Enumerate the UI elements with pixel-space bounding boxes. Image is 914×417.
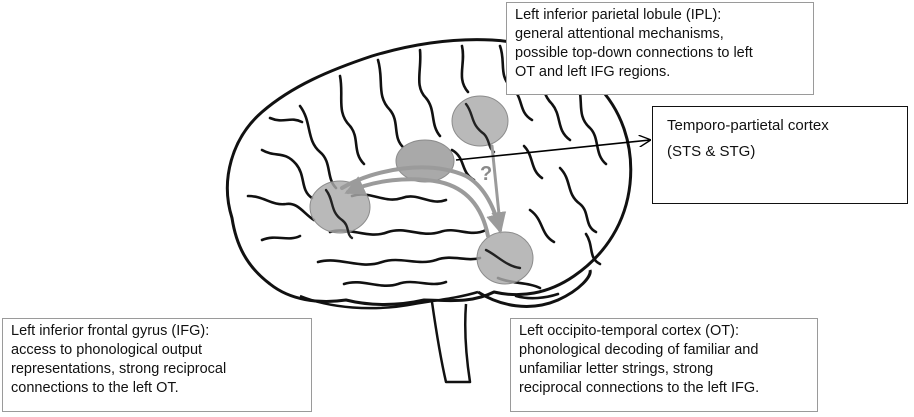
callout-ifg: Left inferior frontal gyrus (IFG): acces…	[2, 318, 312, 412]
ot-to-ifg-connection	[344, 176, 490, 238]
region-tp-marker	[395, 139, 455, 183]
ifg-to-ot-connection	[340, 165, 506, 234]
callout-temporo-parietal: Temporo-partietal cortex (STS & STG)	[652, 106, 908, 204]
region-sulci-overlay	[324, 102, 522, 270]
region-connections	[340, 144, 507, 238]
callout-ot: Left occipito-temporal cortex (OT): phon…	[510, 318, 818, 412]
tp-pointer-arrow	[455, 140, 650, 161]
callout-ipl: Left inferior parietal lobule (IPL): gen…	[506, 2, 814, 95]
region-ot-marker	[476, 231, 534, 285]
ipl-to-ot-connection	[490, 144, 507, 227]
question-mark-label: ?	[480, 163, 492, 185]
region-ipl-marker	[451, 95, 509, 147]
